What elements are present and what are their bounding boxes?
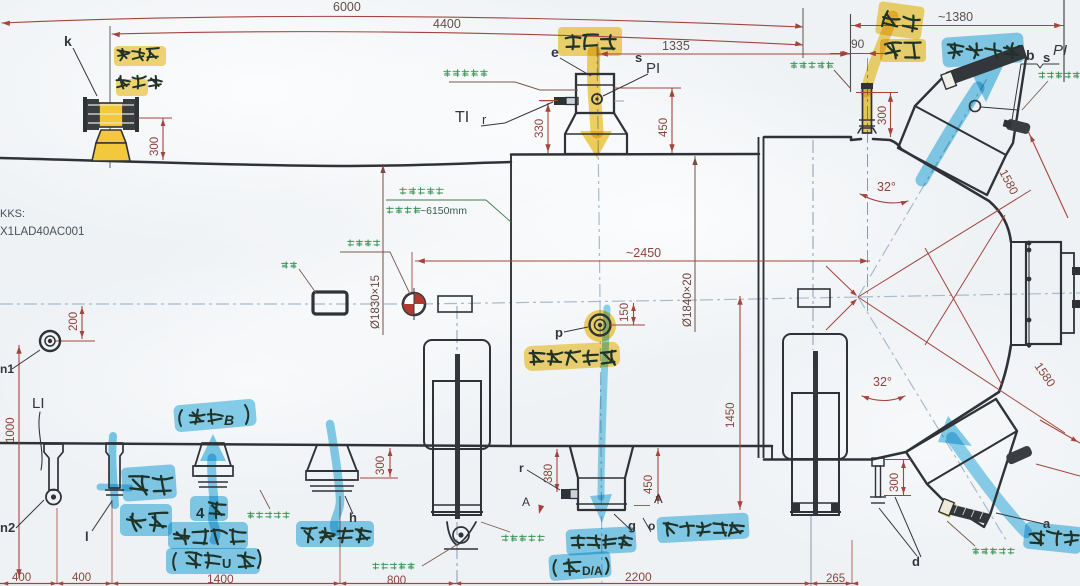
svg-text:~2450: ~2450 xyxy=(626,246,661,260)
svg-text:300: 300 xyxy=(149,137,161,156)
svg-text:1335: 1335 xyxy=(662,39,690,53)
svg-text:800: 800 xyxy=(387,575,406,586)
svg-text:300: 300 xyxy=(375,456,387,475)
svg-text:n2: n2 xyxy=(0,520,15,535)
svg-text:32°: 32° xyxy=(873,375,892,389)
svg-text:d: d xyxy=(912,554,920,569)
svg-text:r: r xyxy=(482,112,487,127)
svg-text:X1LAD40AC001: X1LAD40AC001 xyxy=(0,226,84,238)
svg-text:400: 400 xyxy=(72,572,91,584)
svg-text:4: 4 xyxy=(196,505,205,522)
svg-text:r: r xyxy=(519,461,524,475)
svg-text:TI: TI xyxy=(455,109,469,126)
svg-text:Ø1830×15: Ø1830×15 xyxy=(370,275,382,329)
svg-text:1450: 1450 xyxy=(725,402,737,428)
svg-text:330: 330 xyxy=(534,119,546,138)
svg-text:U: U xyxy=(222,556,231,571)
svg-text:p: p xyxy=(555,325,563,340)
svg-text:a: a xyxy=(1043,516,1051,531)
svg-text:k: k xyxy=(64,33,72,49)
svg-text:90: 90 xyxy=(851,37,865,51)
svg-text:A: A xyxy=(654,491,663,506)
svg-text:450: 450 xyxy=(658,118,670,137)
svg-text:300: 300 xyxy=(889,473,901,492)
svg-text:200: 200 xyxy=(68,312,80,331)
svg-text:2200: 2200 xyxy=(625,570,652,584)
svg-text:300: 300 xyxy=(877,106,889,125)
svg-text:265: 265 xyxy=(826,573,845,585)
svg-text:g: g xyxy=(628,518,636,533)
svg-text:n1: n1 xyxy=(0,362,14,376)
svg-text:D/A: D/A xyxy=(582,564,603,578)
svg-text:A: A xyxy=(522,495,530,509)
svg-text:PI: PI xyxy=(1053,42,1067,59)
svg-text:l: l xyxy=(85,529,89,544)
svg-text:~1380: ~1380 xyxy=(938,10,973,24)
svg-text:450: 450 xyxy=(643,475,655,494)
svg-text:6000: 6000 xyxy=(333,0,361,14)
svg-text:400: 400 xyxy=(12,572,31,584)
svg-text:s: s xyxy=(635,50,642,65)
svg-text:LI: LI xyxy=(32,395,45,412)
svg-text:32°: 32° xyxy=(877,180,896,194)
svg-text:PI: PI xyxy=(646,60,660,77)
svg-text:Ø1840×20: Ø1840×20 xyxy=(682,273,694,327)
svg-text:1400: 1400 xyxy=(207,572,234,586)
svg-text:4400: 4400 xyxy=(433,17,461,31)
svg-text:e: e xyxy=(551,44,559,60)
svg-text:380: 380 xyxy=(543,464,555,483)
svg-text:B: B xyxy=(224,412,234,428)
svg-text:h: h xyxy=(349,510,357,525)
svg-text:150: 150 xyxy=(619,303,631,322)
svg-text:~6150mm: ~6150mm xyxy=(420,205,467,217)
svg-text:b: b xyxy=(1026,47,1035,63)
svg-text:KKS:: KKS: xyxy=(0,208,25,220)
svg-text:s: s xyxy=(1043,50,1050,65)
svg-text:1000: 1000 xyxy=(5,417,17,443)
svg-text:o: o xyxy=(648,519,655,533)
